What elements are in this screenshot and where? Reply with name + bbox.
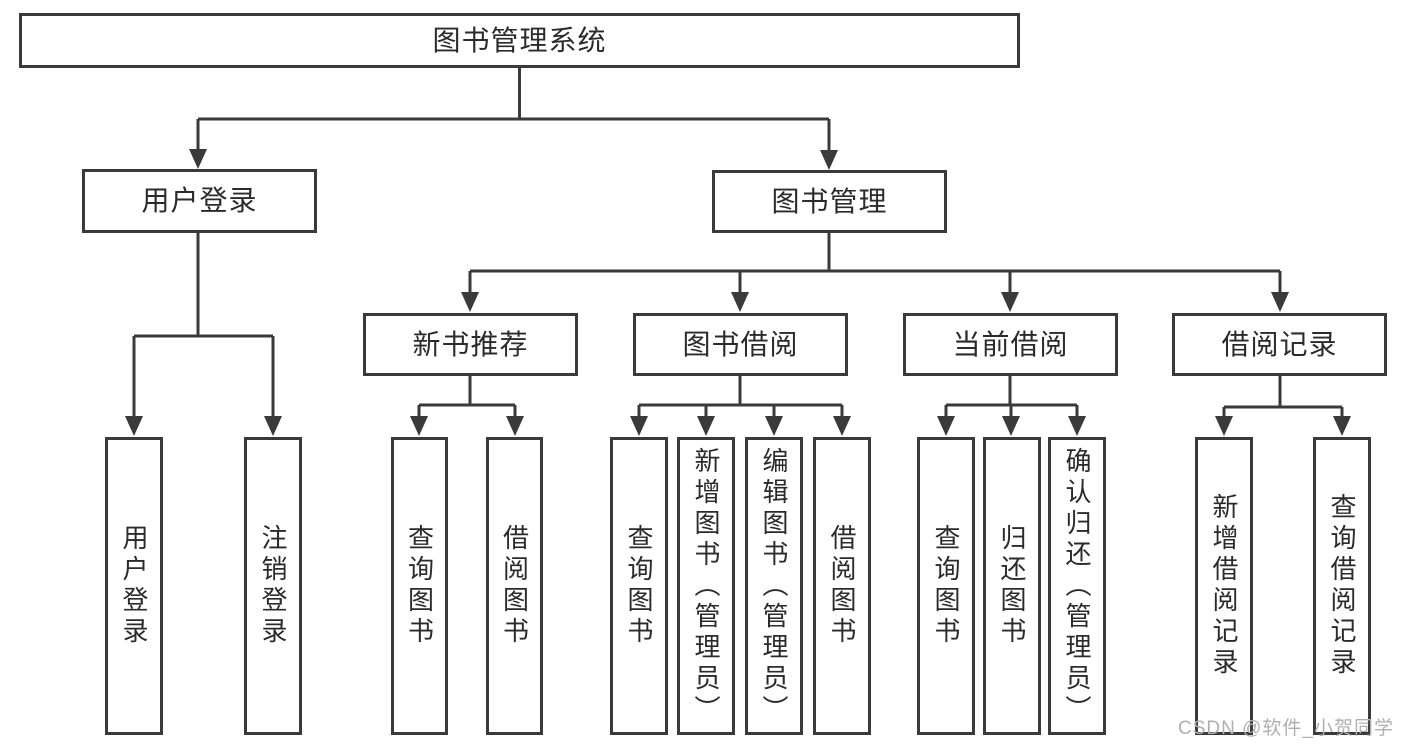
node-label: 归还图书 [997, 524, 1027, 648]
node-label: 查询图书 [624, 524, 654, 648]
node-add-borrow-record: 新增借阅记录 [1195, 437, 1253, 735]
connector-current-borrowing-children [937, 376, 1086, 436]
node-label: 图书借阅 [682, 328, 799, 360]
node-query-books: 查询图书 [610, 437, 668, 735]
node-confirm-return-admin: 确认归还（管理员） [1048, 437, 1106, 735]
node-user-login-leaf: 用户登录 [105, 437, 163, 735]
node-label: 查询图书 [404, 524, 435, 648]
node-label: 图书管理系统 [432, 24, 607, 56]
node-borrowing-records: 借阅记录 [1172, 313, 1387, 376]
connector-book-management-children [461, 233, 1289, 312]
node-current-borrowing: 当前借阅 [903, 313, 1118, 376]
node-label: 查询图书 [931, 524, 961, 648]
node-label: 借阅记录 [1221, 328, 1338, 360]
node-label: 借阅图书 [499, 524, 530, 648]
node-label: 编辑图书（管理员） [759, 446, 789, 726]
node-label: 注销登录 [258, 524, 288, 648]
csdn-watermark: CSDN @软件_小贺同学 [1178, 718, 1394, 739]
connector-book-borrowing-children [630, 376, 851, 436]
node-label: 查询借阅记录 [1327, 493, 1357, 679]
node-label: 用户登录 [119, 524, 149, 648]
node-user-login: 用户登录 [82, 169, 317, 233]
connector-borrowing-records-children [1215, 376, 1351, 436]
node-label: 新增图书（管理员） [691, 446, 721, 726]
node-edit-books-admin: 编辑图书（管理员） [745, 437, 803, 735]
node-logout: 注销登录 [244, 437, 302, 735]
node-borrow-books: 借阅图书 [486, 437, 543, 735]
node-add-books-admin: 新增图书（管理员） [677, 437, 735, 735]
node-label: 新增借阅记录 [1209, 493, 1239, 679]
node-label: 借阅图书 [827, 524, 857, 648]
connector-user-login-children [125, 233, 282, 436]
node-book-borrowing: 图书借阅 [633, 313, 848, 376]
node-label: 图书管理 [771, 185, 888, 217]
node-return-books: 归还图书 [983, 437, 1041, 735]
node-query-books: 查询图书 [391, 437, 448, 735]
node-query-borrow-record: 查询借阅记录 [1313, 437, 1371, 735]
node-new-book-recommendation: 新书推荐 [363, 313, 578, 376]
node-label: 当前借阅 [952, 328, 1069, 360]
node-query-books: 查询图书 [917, 437, 975, 735]
node-label: 新书推荐 [412, 328, 529, 360]
node-label: 用户登录 [141, 185, 258, 216]
node-label: 确认归还（管理员） [1062, 446, 1092, 726]
connector-root-to-level2 [189, 68, 838, 170]
node-book-management: 图书管理 [712, 170, 947, 233]
node-borrow-books: 借阅图书 [813, 437, 871, 735]
node-library-management-system: 图书管理系统 [19, 13, 1020, 68]
connector-new-book-recommendation-children [410, 376, 524, 436]
